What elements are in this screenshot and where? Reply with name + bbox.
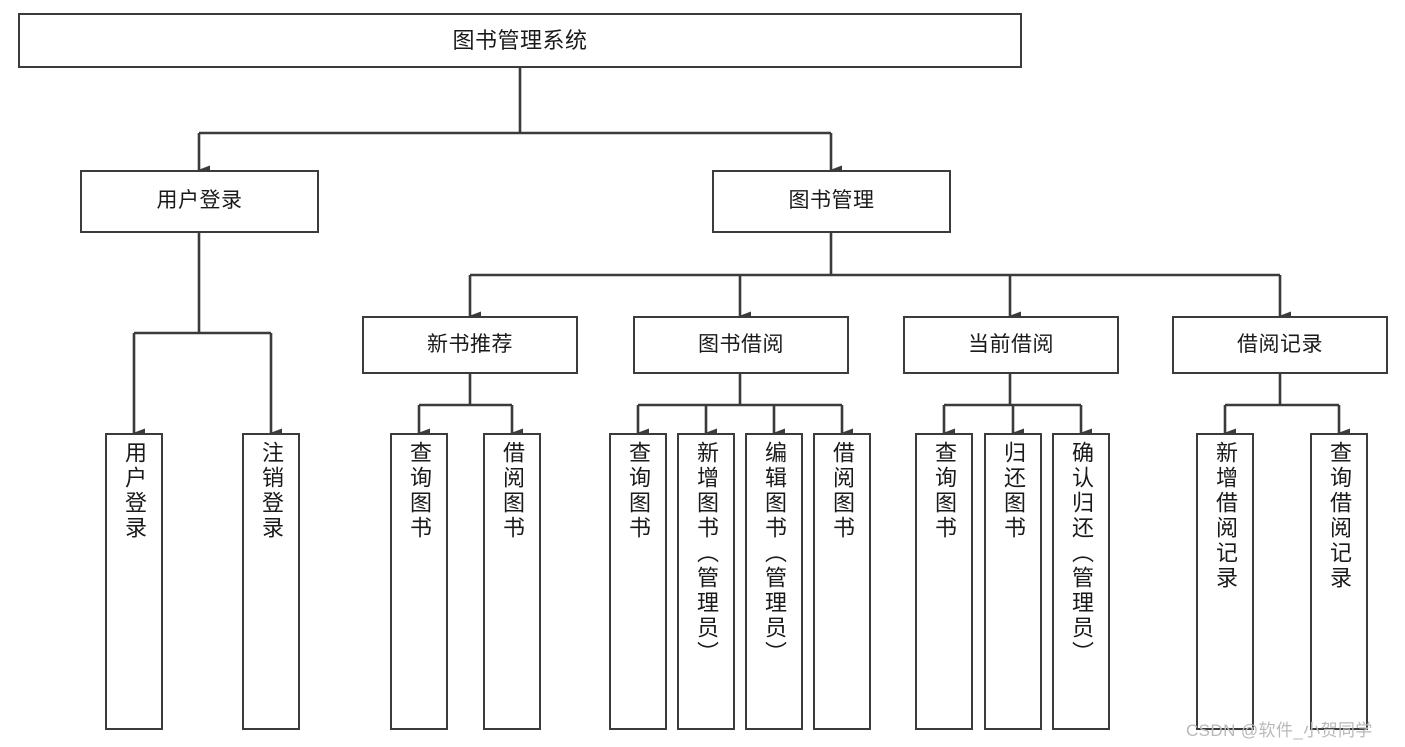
- node-label: 确认归还（管理员）: [1069, 441, 1094, 666]
- node-label: 借阅图书: [830, 441, 855, 541]
- leaf-record-query-record[interactable]: 查询借阅记录: [1310, 433, 1368, 730]
- node-label: 编辑图书（管理员）: [762, 441, 787, 666]
- node-book-management[interactable]: 图书管理: [712, 170, 951, 233]
- node-new-book-recommend[interactable]: 新书推荐: [362, 316, 578, 374]
- node-label: 注销登录: [259, 441, 284, 541]
- node-label: 查询图书: [626, 441, 651, 541]
- leaf-current-confirm-return-admin[interactable]: 确认归还（管理员）: [1052, 433, 1110, 730]
- leaf-user-login-login[interactable]: 用户登录: [105, 433, 163, 730]
- leaf-current-return-book[interactable]: 归还图书: [984, 433, 1042, 730]
- leaf-recommend-query-book[interactable]: 查询图书: [390, 433, 448, 730]
- node-book-borrow[interactable]: 图书借阅: [633, 316, 849, 374]
- node-label: 新增借阅记录: [1213, 441, 1238, 591]
- leaf-borrow-query-book[interactable]: 查询图书: [609, 433, 667, 730]
- leaf-record-add-record[interactable]: 新增借阅记录: [1196, 433, 1254, 730]
- node-label: 新书推荐: [427, 332, 513, 356]
- node-user-login[interactable]: 用户登录: [80, 170, 319, 233]
- leaf-current-query-book[interactable]: 查询图书: [915, 433, 973, 730]
- node-label: 当前借阅: [968, 332, 1054, 356]
- node-label: 归还图书: [1001, 441, 1026, 541]
- node-label: 查询借阅记录: [1327, 441, 1352, 591]
- node-label: 用户登录: [156, 189, 243, 213]
- node-borrow-record[interactable]: 借阅记录: [1172, 316, 1388, 374]
- node-label: 图书管理系统: [452, 27, 588, 53]
- leaf-recommend-borrow-book[interactable]: 借阅图书: [483, 433, 541, 730]
- leaf-borrow-borrow-book[interactable]: 借阅图书: [813, 433, 871, 730]
- node-current-borrow[interactable]: 当前借阅: [903, 316, 1119, 374]
- node-label: 图书借阅: [698, 332, 784, 356]
- node-label: 借阅图书: [500, 441, 525, 541]
- leaf-borrow-add-book-admin[interactable]: 新增图书（管理员）: [677, 433, 735, 730]
- node-label: 查询图书: [407, 441, 432, 541]
- node-label: 查询图书: [932, 441, 957, 541]
- node-label: 借阅记录: [1237, 332, 1323, 356]
- leaf-user-login-logout[interactable]: 注销登录: [242, 433, 300, 730]
- node-label: 图书管理: [788, 189, 875, 213]
- node-label: 新增图书（管理员）: [694, 441, 719, 666]
- leaf-borrow-edit-book-admin[interactable]: 编辑图书（管理员）: [745, 433, 803, 730]
- node-label: 用户登录: [122, 441, 147, 541]
- node-root-system[interactable]: 图书管理系统: [18, 13, 1022, 68]
